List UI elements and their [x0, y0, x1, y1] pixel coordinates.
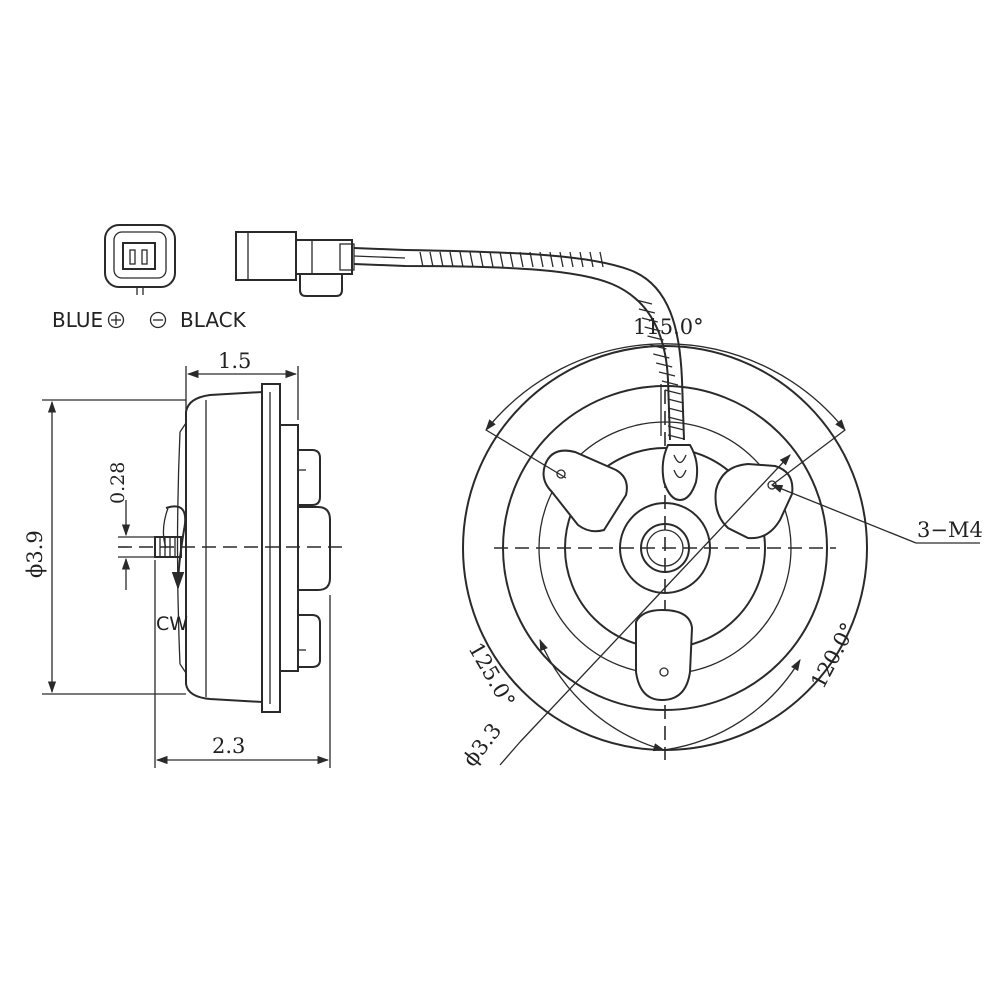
angle-right-label: 120.0° [806, 619, 860, 693]
dim-bottom-label: 2.3 [212, 734, 245, 758]
plus-terminal-icon [107, 311, 125, 329]
wire-grommet [661, 444, 699, 502]
mounting-tab-left [542, 449, 628, 533]
rotation-arrow-icon [165, 505, 187, 590]
side-view-dimensions [42, 366, 331, 768]
motor-side-view [118, 383, 345, 713]
mounting-tab-right [714, 462, 794, 540]
wire-harness-cable [353, 247, 685, 441]
dim-shaft-label: 0.28 [107, 462, 129, 504]
bolt-circle-label: ϕ3.3 [458, 719, 506, 771]
minus-terminal-icon [149, 311, 167, 329]
connector-black-label: BLACK [180, 308, 247, 332]
angle-top-label: 115.0° [633, 315, 704, 339]
mounting-tab-bottom [635, 608, 694, 702]
rotation-label: CW [156, 613, 188, 635]
bolt-callout-label: 3−M4 [917, 518, 983, 542]
dim-diameter-label: ϕ3.9 [23, 530, 47, 578]
motor-front-view [462, 345, 868, 760]
angle-left-label: 125.0° [464, 639, 520, 712]
wire-harness-plug [235, 231, 355, 297]
connector-blue-label: BLUE [52, 308, 103, 332]
front-view-dimensions [485, 343, 980, 766]
connector-face-view [104, 224, 176, 295]
dim-top-label: 1.5 [218, 349, 251, 373]
